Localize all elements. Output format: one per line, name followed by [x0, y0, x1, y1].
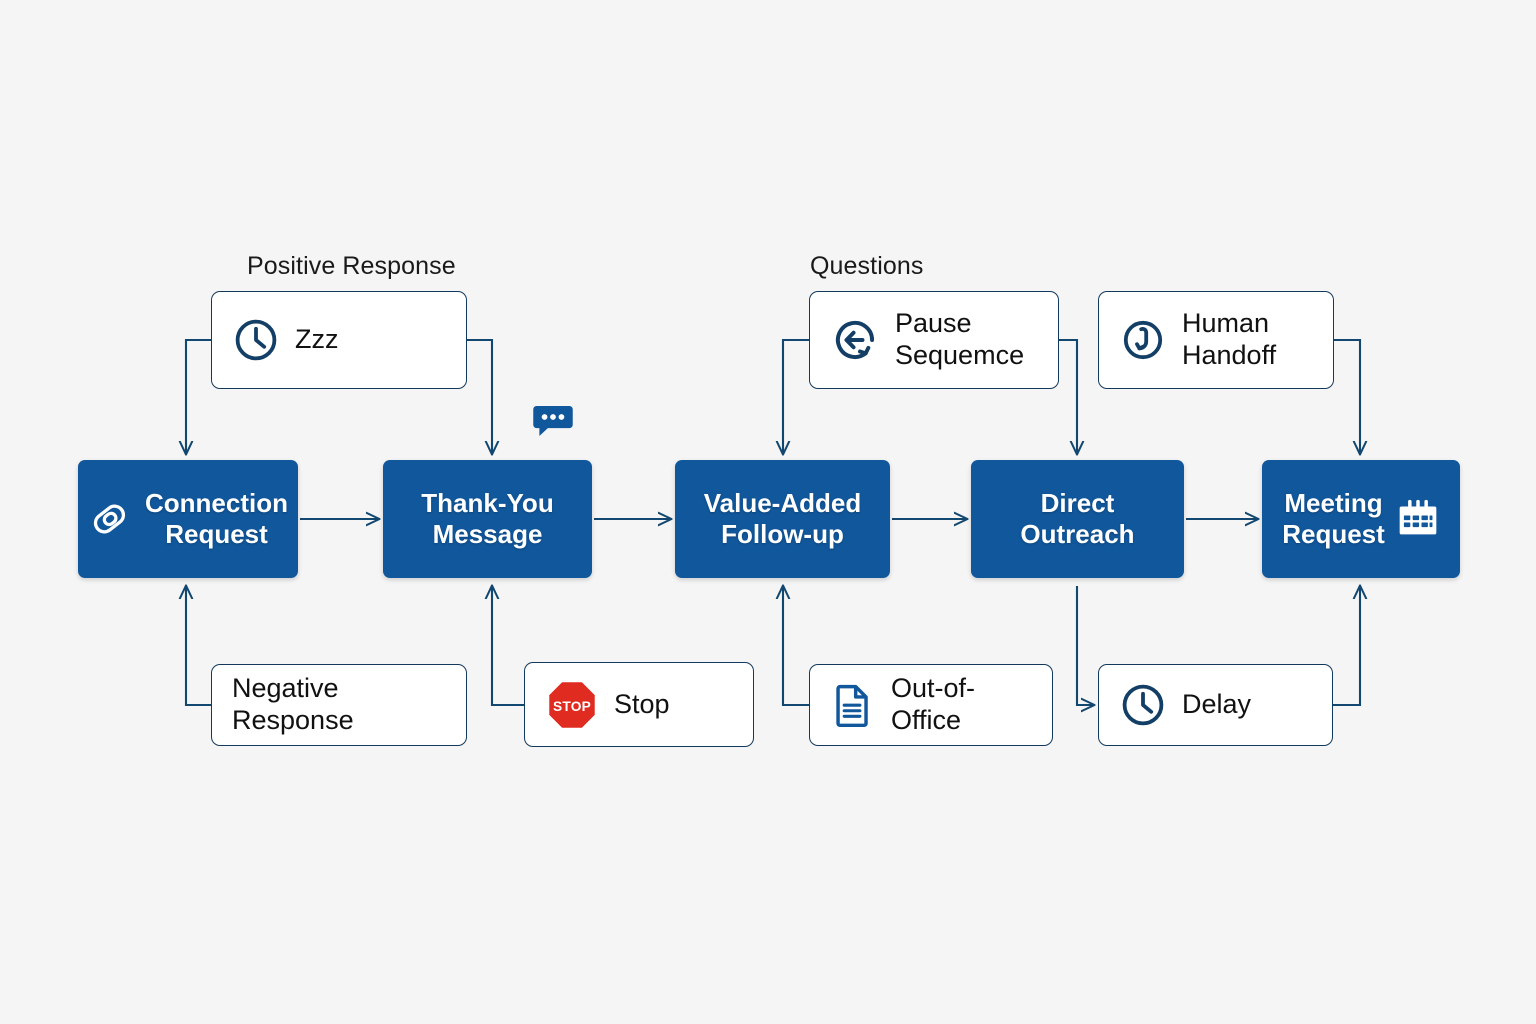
edge-pause-to-direct: [1059, 338, 1077, 454]
stage-label: Meeting Request: [1282, 487, 1385, 549]
card-delay[interactable]: Delay: [1098, 664, 1333, 746]
edge-negative-to-connection: [186, 586, 211, 707]
typing-indicator-bubble: [530, 398, 576, 444]
card-label: Pause Sequemce: [895, 308, 1025, 370]
edge-direct-to-delay: [1075, 586, 1094, 705]
edge-delay-to-meeting: [1333, 586, 1360, 707]
card-label: Stop: [614, 688, 670, 719]
document-icon: [836, 684, 868, 728]
card-zzz[interactable]: Zzz: [211, 291, 467, 389]
clock-icon: [235, 319, 277, 361]
stage-value-added-follow-up[interactable]: Value-Added Follow-up: [675, 460, 890, 578]
card-label: Delay: [1182, 689, 1252, 720]
edge-stop-to-thankyou: [492, 586, 524, 707]
link-icon: [93, 504, 126, 534]
edge-pause-to-value: [783, 338, 809, 454]
card-out-of-office[interactable]: Out-of-Office: [809, 664, 1053, 746]
stage-label: Direct Outreach: [1020, 487, 1135, 549]
card-label: Out-of-Office: [891, 673, 976, 735]
card-stop[interactable]: STOP Stop: [524, 662, 754, 747]
card-pause-sequence[interactable]: Pause Sequemce: [809, 291, 1059, 389]
stage-label: Connection Request: [145, 487, 288, 549]
edge-handoff-to-meeting: [1334, 338, 1360, 454]
group-label-questions: Questions: [810, 252, 924, 280]
stage-label: Thank-You Message: [421, 487, 554, 549]
card-label: Zzz: [295, 324, 339, 355]
chat-bubble-icon: [533, 406, 573, 436]
stage-connection-request[interactable]: Connection Request: [78, 460, 298, 578]
handoff-icon: [1123, 320, 1163, 360]
svg-text:STOP: STOP: [553, 698, 591, 713]
clock-icon: [1122, 684, 1164, 726]
group-label-positive-response: Positive Response: [247, 252, 456, 280]
card-label: Human Handoff: [1182, 308, 1277, 370]
edge-zzz-to-thankyou: [467, 338, 492, 454]
stage-direct-outreach[interactable]: Direct Outreach: [971, 460, 1184, 578]
stage-thank-you-message[interactable]: Thank-You Message: [383, 460, 592, 578]
edge-zzz-to-connection: [186, 338, 211, 454]
stage-label: Value-Added Follow-up: [703, 487, 862, 549]
edge-outofoffice-to-value: [783, 586, 809, 707]
card-human-handoff[interactable]: Human Handoff: [1098, 291, 1334, 389]
stop-sign-icon: STOP: [549, 681, 595, 728]
stage-meeting-request[interactable]: Meeting Request: [1262, 460, 1460, 578]
card-label: Negative Response: [232, 673, 354, 735]
rotate-left-icon: [835, 320, 875, 359]
card-negative-response[interactable]: Negative Response: [211, 664, 467, 746]
calendar-icon: [1399, 499, 1437, 535]
